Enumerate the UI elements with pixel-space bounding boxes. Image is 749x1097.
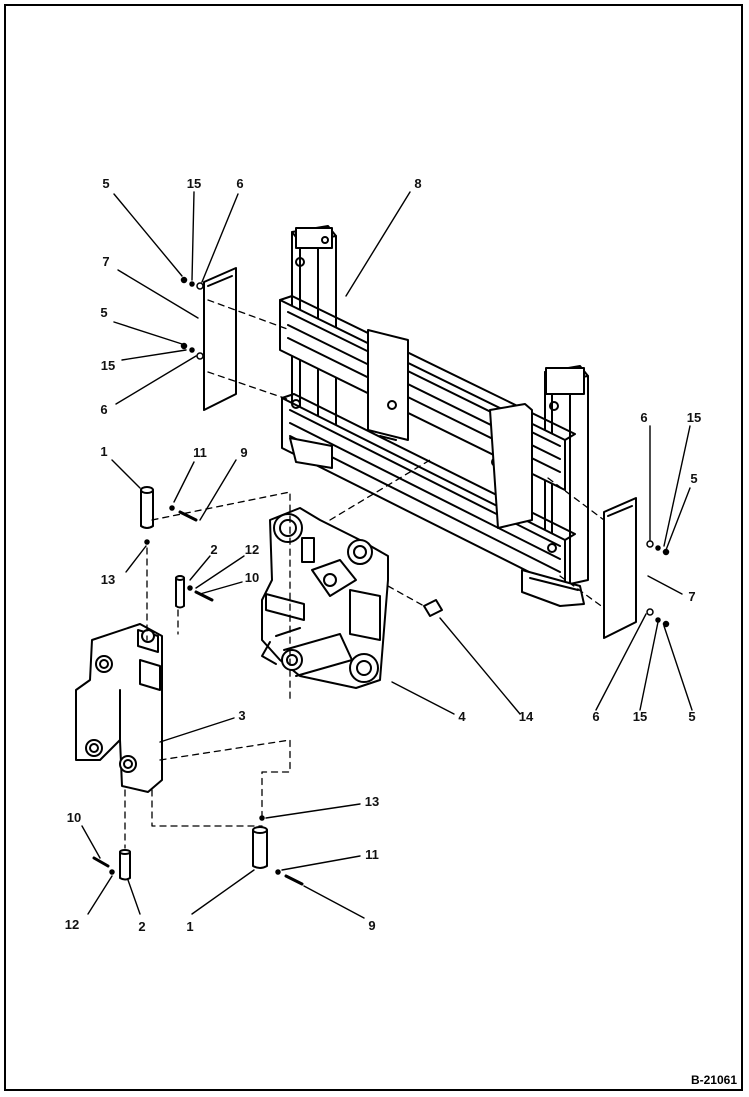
callout-2: 2 [138, 919, 146, 934]
callout-9: 9 [240, 445, 248, 460]
callout-15: 15 [686, 410, 702, 425]
callout-12: 12 [244, 542, 260, 557]
mounting-frame [279, 225, 589, 607]
callout-12: 12 [64, 917, 80, 932]
hinge-assembly [261, 507, 389, 689]
left-hardware [180, 276, 204, 360]
grease-fitting [423, 599, 443, 617]
callout-5: 5 [688, 709, 696, 724]
callout-7: 7 [688, 589, 696, 604]
callout-9: 9 [368, 918, 376, 933]
callout-5: 5 [102, 176, 110, 191]
callout-14: 14 [518, 709, 534, 724]
roll-pin-lower [119, 849, 131, 881]
alignment-lines [124, 299, 605, 849]
callout-6: 6 [236, 176, 244, 191]
right-hardware [646, 540, 670, 628]
callout-15: 15 [100, 358, 116, 373]
leader-lines [81, 191, 693, 919]
callout-13: 13 [364, 794, 380, 809]
mount-bracket [75, 623, 163, 793]
callout-10: 10 [244, 570, 260, 585]
callout-11: 11 [365, 847, 379, 862]
callout-8: 8 [414, 176, 422, 191]
figure-number: B-21061 [690, 1073, 737, 1087]
roll-pin-upper [175, 575, 185, 609]
left-pad-plate [203, 267, 237, 411]
callout-10: 10 [66, 810, 82, 825]
callout-1: 1 [100, 444, 108, 459]
callout-6: 6 [100, 402, 108, 417]
callout-5: 5 [690, 471, 698, 486]
pin-upper-left [140, 486, 154, 529]
callout-5: 5 [100, 305, 108, 320]
callout-15: 15 [632, 709, 648, 724]
small-hardware [92, 505, 304, 886]
callout-6: 6 [592, 709, 600, 724]
callout-7: 7 [102, 254, 110, 269]
right-pad-plate [603, 497, 637, 639]
callout-3: 3 [238, 708, 246, 723]
callout-11: 11 [193, 445, 207, 460]
callout-4: 4 [458, 709, 466, 724]
callout-13: 13 [100, 572, 116, 587]
callout-6: 6 [640, 410, 648, 425]
pin-lower-right [252, 826, 268, 869]
drawing-border [4, 4, 743, 1091]
callout-15: 15 [186, 176, 202, 191]
callout-2: 2 [210, 542, 218, 557]
callout-1: 1 [186, 919, 194, 934]
